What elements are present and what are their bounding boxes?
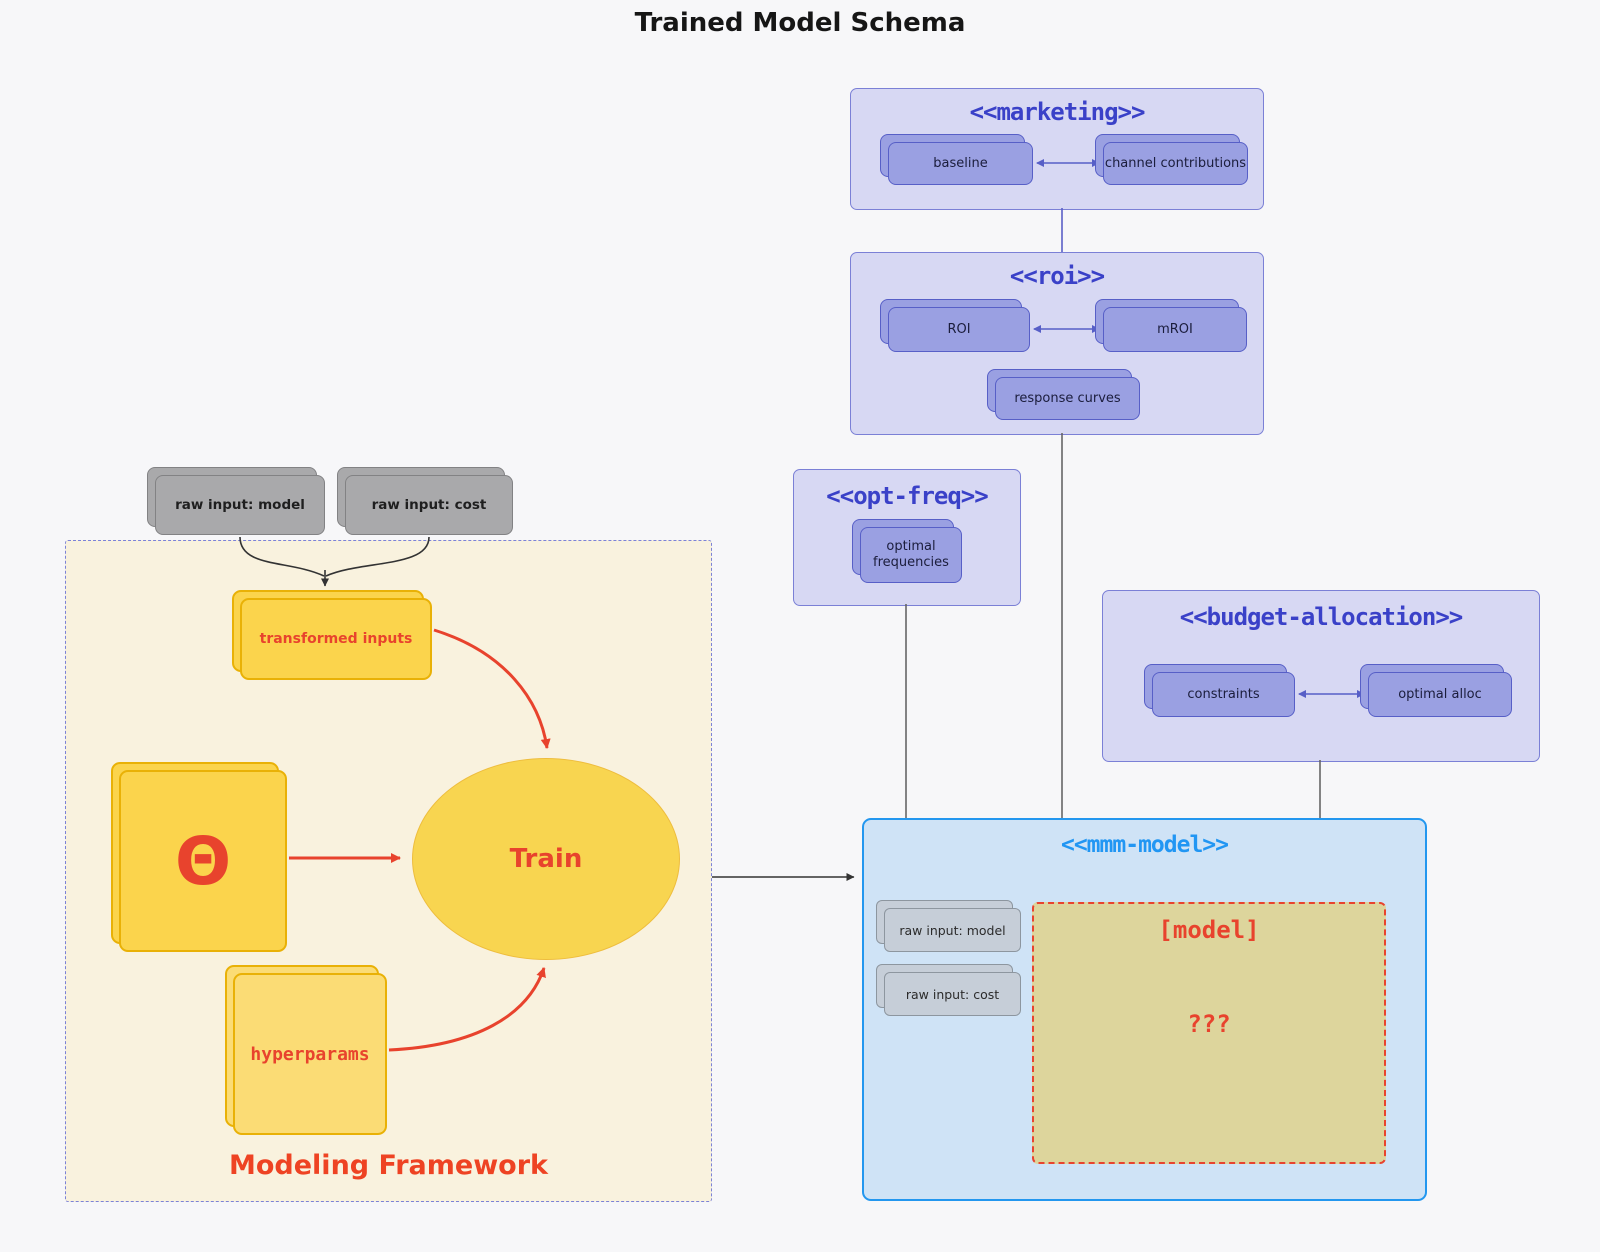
node-mmm-raw-input-cost: raw input: cost	[876, 964, 1021, 1016]
node-roi-label: ROI	[947, 322, 971, 337]
node-optimal-alloc: optimal alloc	[1360, 664, 1512, 717]
node-channel-label: channel contributions	[1104, 156, 1247, 171]
node-alloc-label: optimal alloc	[1398, 687, 1482, 702]
node-optfreq-label: optimal frequencies	[873, 538, 949, 570]
marketing-group-title: <<marketing>>	[969, 98, 1146, 126]
node-baseline-label: baseline	[933, 156, 988, 171]
model-placeholder-label: [model]	[1158, 916, 1260, 944]
node-roi: ROI	[880, 299, 1030, 352]
model-placeholder-box: [model] ???	[1032, 902, 1386, 1164]
node-train-label: Train	[509, 844, 583, 874]
node-constraints-label: constraints	[1187, 687, 1260, 702]
node-rawmodel-label: raw input: model	[175, 497, 305, 513]
node-response-label: response curves	[1014, 391, 1121, 406]
node-mmm-raw-input-model: raw input: model	[876, 900, 1021, 952]
node-mroi-label: mROI	[1157, 322, 1193, 337]
model-unknown-label: ???	[1187, 1010, 1231, 1038]
node-mmm-rawmodel-label: raw input: model	[899, 922, 1006, 938]
node-constraints: constraints	[1144, 664, 1295, 717]
node-theta-label: Θ	[174, 822, 232, 900]
modeling-framework-label: Modeling Framework	[229, 1150, 548, 1181]
budget-allocation-group-title: <<budget-allocation>>	[1179, 603, 1463, 631]
node-raw-input-model: raw input: model	[147, 467, 325, 535]
node-response-curves: response curves	[987, 369, 1140, 420]
node-channel-contributions: channel contributions	[1095, 134, 1248, 185]
node-theta: Θ	[111, 762, 287, 952]
node-mroi: mROI	[1095, 299, 1247, 352]
page-title: Trained Model Schema	[634, 8, 966, 38]
node-transformed-label: transformed inputs	[259, 631, 413, 647]
node-train: Train	[412, 758, 680, 960]
mmm-model-group-title: <<mmm-model>>	[1060, 832, 1229, 858]
node-optimal-frequencies: optimal frequencies	[852, 519, 962, 583]
node-transformed-inputs: transformed inputs	[232, 590, 432, 680]
node-hyperparams-label: hyperparams	[250, 1043, 370, 1065]
node-raw-input-cost: raw input: cost	[337, 467, 513, 535]
node-hyperparams: hyperparams	[225, 965, 387, 1135]
node-mmm-rawcost-label: raw input: cost	[905, 986, 1000, 1002]
node-rawcost-label: raw input: cost	[371, 497, 487, 513]
node-baseline: baseline	[880, 134, 1033, 185]
opt-freq-group-title: <<opt-freq>>	[826, 482, 988, 510]
roi-group-title: <<roi>>	[1009, 262, 1105, 290]
